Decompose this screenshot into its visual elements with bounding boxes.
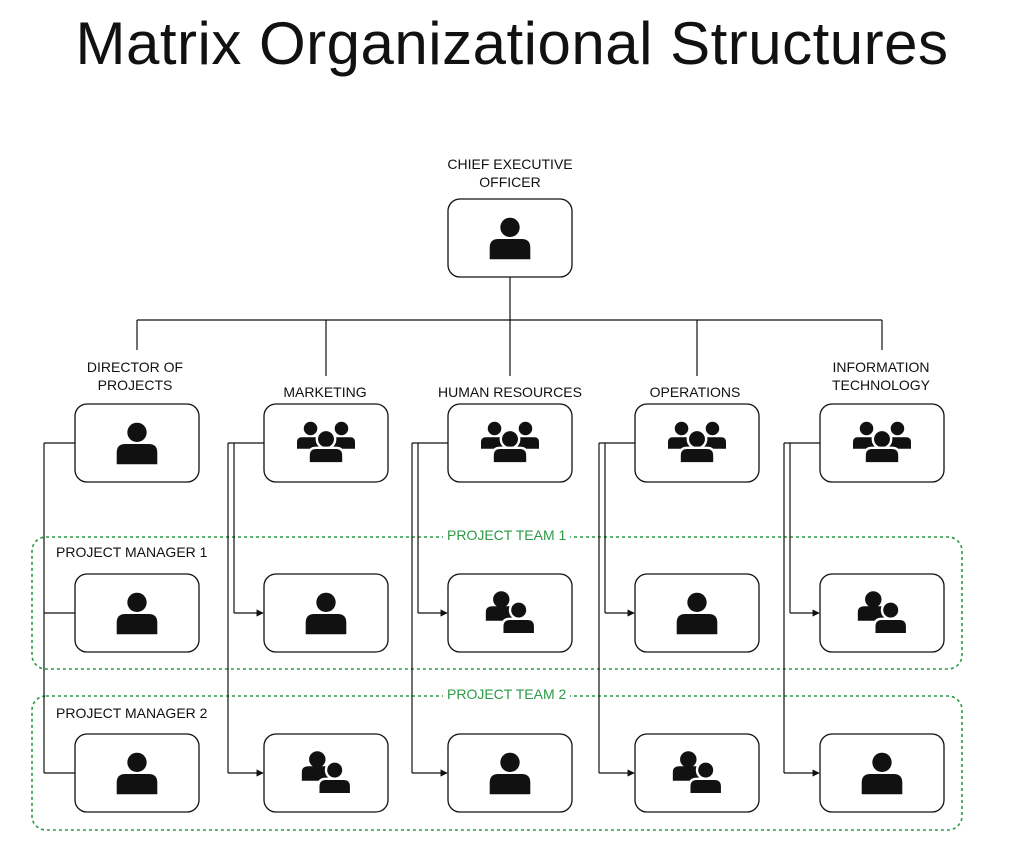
department-label-line: INFORMATION: [832, 359, 930, 375]
team-member-box-2: [634, 733, 760, 813]
team-member-box-1: [447, 573, 573, 653]
department-label-projects: DIRECTOR OF PROJECTS: [50, 358, 220, 394]
ceo-label: CHIEF EXECUTIVE OFFICER: [447, 156, 573, 190]
team-member-box-1: [263, 573, 389, 653]
department-label-line: MARKETING: [283, 384, 367, 400]
department-box-it: [819, 403, 945, 483]
manager-label-2: PROJECT MANAGER 2: [56, 705, 208, 721]
team-member-box-2: [263, 733, 389, 813]
team-member-box-1: [634, 573, 760, 653]
project-manager-box-2: [74, 733, 200, 813]
team-member-box-2: [819, 733, 945, 813]
department-label-line: PROJECTS: [97, 377, 173, 393]
page-title: Matrix Organizational Structures: [75, 10, 949, 77]
department-label-operations: OPERATIONS: [610, 383, 780, 401]
manager-label-1: PROJECT MANAGER 1: [56, 544, 208, 560]
department-box-marketing: [263, 403, 389, 483]
team-member-box-2: [447, 733, 573, 813]
department-box-operations: [634, 403, 760, 483]
team-name-1: PROJECT TEAM 1: [443, 527, 571, 543]
department-label-line: TECHNOLOGY: [831, 377, 930, 393]
project-manager-box-1: [74, 573, 200, 653]
team-name-2: PROJECT TEAM 2: [443, 686, 571, 702]
ceo-box: [447, 198, 573, 278]
department-box-projects: [74, 403, 200, 483]
department-label-line: DIRECTOR OF: [86, 359, 184, 375]
department-label-hr: HUMAN RESOURCES: [415, 383, 605, 401]
department-label-line: OPERATIONS: [649, 384, 741, 400]
department-label-it: INFORMATION TECHNOLOGY: [796, 358, 966, 394]
department-box-hr: [447, 403, 573, 483]
department-label-line: HUMAN RESOURCES: [438, 384, 582, 400]
department-label-marketing: MARKETING: [240, 383, 410, 401]
team-member-box-1: [819, 573, 945, 653]
